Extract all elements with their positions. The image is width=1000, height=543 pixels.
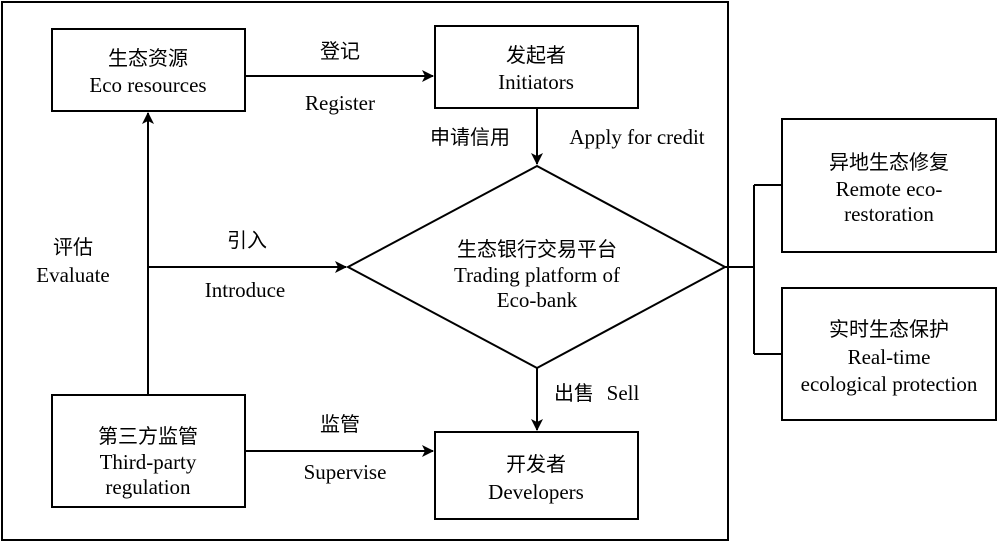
realtime-protection-node: 实时生态保护 Real-time ecological protection (781, 287, 997, 421)
apply-credit-label-zh: 申请信用 (430, 125, 510, 149)
third-party-en-line1: Third-party (100, 450, 197, 474)
sell-label-en: Sell (607, 381, 640, 405)
realtime-protection-en-line1: Real-time (848, 345, 931, 369)
eco-resources-zh: 生态资源 (108, 46, 188, 70)
supervise-label-en: Supervise (304, 460, 387, 484)
apply-credit-label-en: Apply for credit (569, 125, 704, 149)
developers-node: 开发者 Developers (434, 431, 639, 520)
platform-node: 生态银行交易平台 Trading platform of Eco-bank (345, 164, 728, 370)
evaluate-label-en: Evaluate (36, 263, 109, 287)
developers-en: Developers (488, 480, 584, 504)
third-party-zh: 第三方监管 (98, 424, 198, 448)
register-label-zh: 登记 (320, 39, 360, 63)
third-party-node: 第三方监管 Third-party regulation (51, 394, 246, 508)
remote-restoration-node: 异地生态修复 Remote eco- restoration (781, 118, 997, 253)
realtime-protection-en-line2: ecological protection (801, 372, 978, 396)
realtime-protection-zh: 实时生态保护 (829, 317, 949, 341)
platform-zh: 生态银行交易平台 (457, 237, 617, 261)
outer-frame (1, 1, 729, 541)
eco-resources-node: 生态资源 Eco resources (51, 28, 246, 112)
remote-restoration-en-line1: Remote eco- (836, 177, 943, 201)
platform-en-line1: Trading platform of (454, 263, 620, 287)
platform-en-line2: Eco-bank (497, 288, 578, 312)
sell-label-zh: 出售 (554, 381, 594, 405)
supervise-label-zh: 监管 (320, 412, 360, 436)
initiators-zh: 发起者 (506, 43, 566, 67)
initiators-en: Initiators (498, 70, 574, 94)
platform-branch-connector (725, 184, 782, 355)
remote-restoration-en-line2: restoration (844, 202, 934, 226)
remote-restoration-zh: 异地生态修复 (829, 150, 949, 174)
developers-zh: 开发者 (506, 452, 566, 476)
introduce-label-en: Introduce (205, 278, 285, 302)
evaluate-label-zh: 评估 (53, 235, 93, 259)
initiators-node: 发起者 Initiators (434, 25, 639, 109)
introduce-label-zh: 引入 (227, 228, 267, 252)
eco-resources-en: Eco resources (89, 73, 206, 97)
register-label-en: Register (305, 91, 375, 115)
third-party-en-line2: regulation (105, 475, 191, 499)
